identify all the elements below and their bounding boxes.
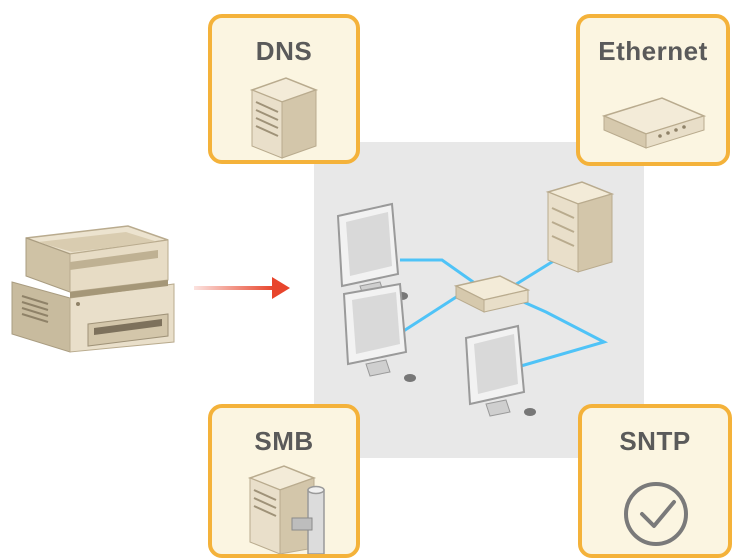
multifunction-printer-icon	[11, 225, 175, 353]
dns-card: DNS	[208, 14, 360, 164]
dns-card-label: DNS	[255, 36, 313, 66]
server-with-pipe-icon	[247, 465, 325, 554]
smb-card: SMB	[208, 404, 360, 558]
computer-monitor-icon	[336, 202, 408, 300]
server-tower-icon	[545, 181, 615, 273]
computer-monitor-icon	[464, 324, 536, 417]
network-hub-icon	[601, 97, 707, 149]
clock-icon	[624, 482, 688, 546]
sntp-card-label: SNTP	[619, 426, 691, 456]
arrow-right-icon	[194, 277, 290, 299]
network-illustration	[336, 181, 615, 417]
smb-card-label: SMB	[254, 426, 314, 456]
ethernet-card: Ethernet	[576, 14, 730, 166]
network-hub-icon	[453, 275, 531, 313]
computer-monitor-icon	[342, 282, 416, 382]
server-tower-icon	[249, 77, 319, 159]
ethernet-card-label: Ethernet	[598, 36, 708, 66]
sntp-card: SNTP	[578, 404, 732, 558]
